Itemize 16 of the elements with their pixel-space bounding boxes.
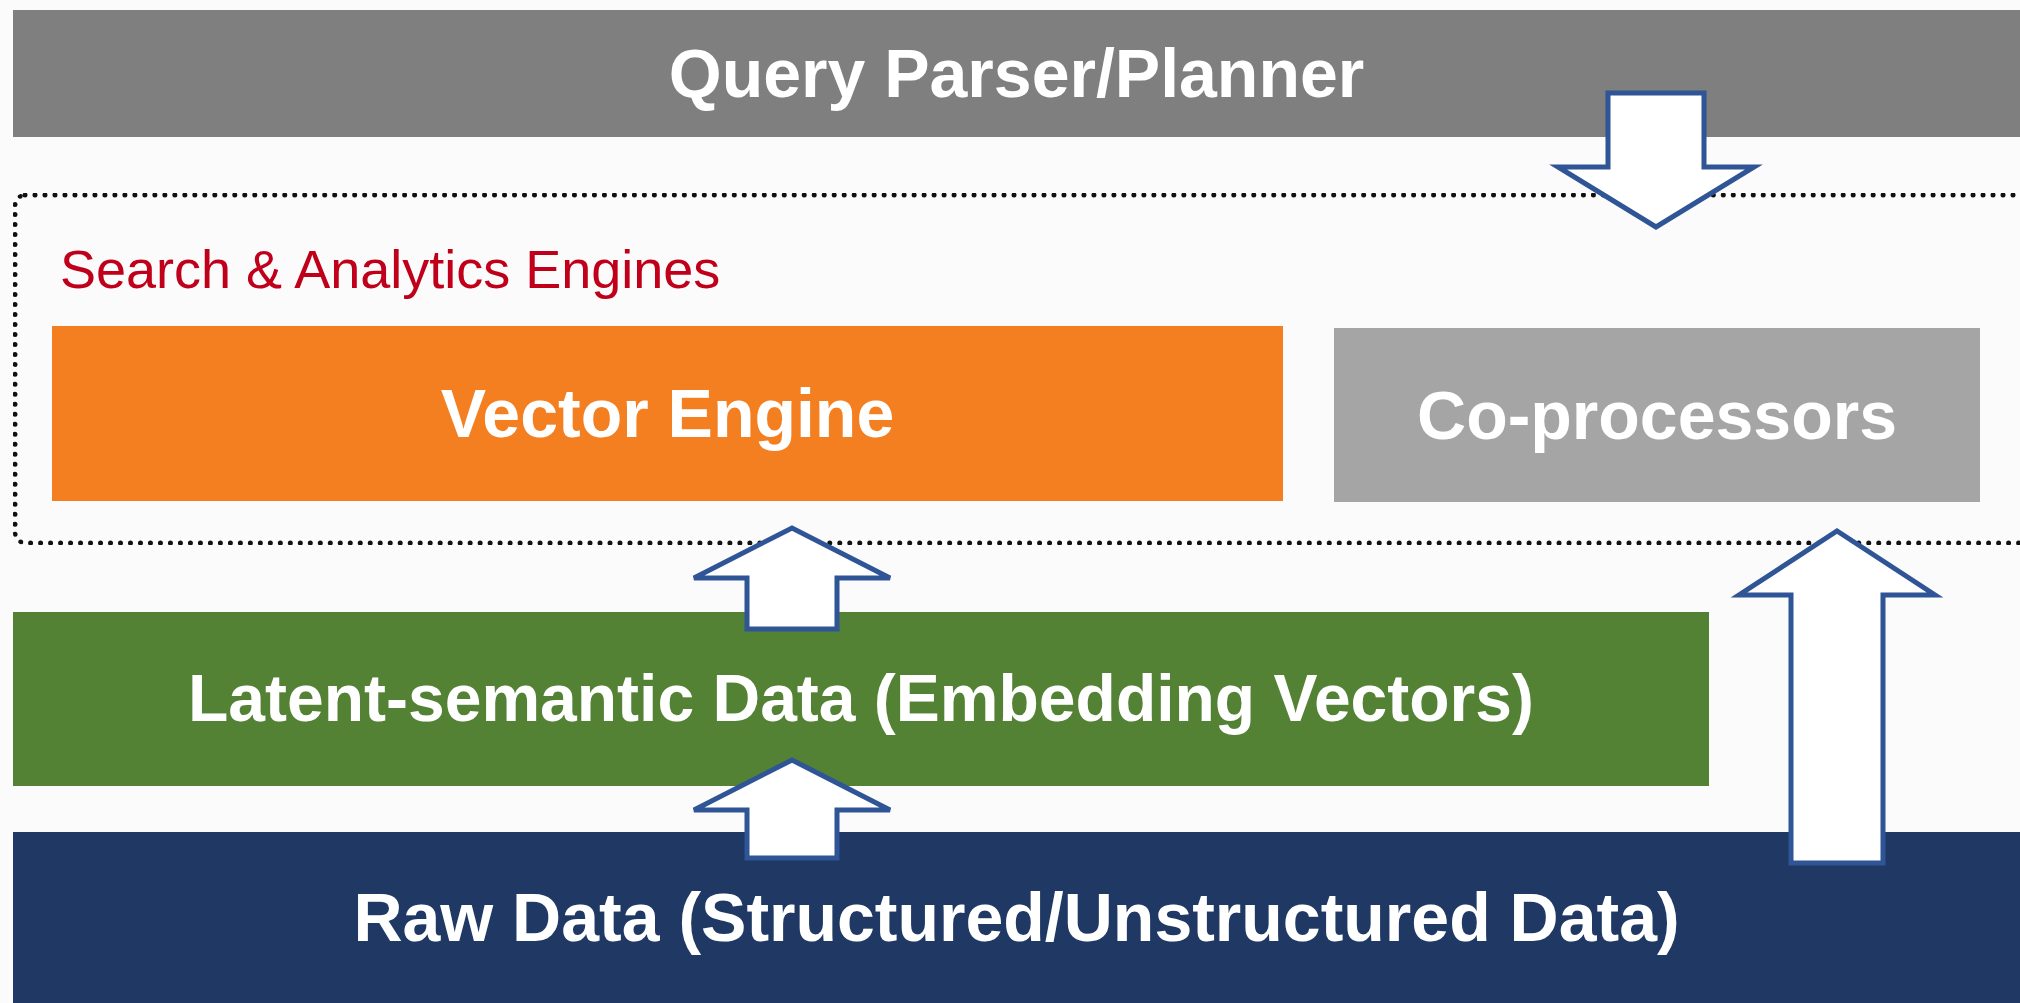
block-arrow bbox=[691, 757, 893, 861]
block-arrow bbox=[1730, 528, 1944, 866]
layer-label: Raw Data (Structured/Unstructured Data) bbox=[353, 878, 1680, 957]
layer-bar bbox=[52, 326, 1283, 501]
layer-bar bbox=[13, 832, 2020, 1003]
block-arrow bbox=[1549, 90, 1763, 230]
block-arrow bbox=[691, 525, 893, 632]
group-frame bbox=[13, 193, 2020, 545]
layer-bar bbox=[1334, 328, 1980, 502]
layer-label: Latent-semantic Data (Embedding Vectors) bbox=[188, 661, 1534, 737]
layer-label: Query Parser/Planner bbox=[668, 34, 1365, 113]
layer-label: Vector Engine bbox=[440, 374, 895, 453]
layer-bar bbox=[13, 10, 2020, 137]
layer-label: Co-processors bbox=[1417, 375, 1897, 455]
group-title: Search & Analytics Engines bbox=[60, 238, 721, 300]
layer-bar bbox=[13, 612, 1709, 786]
